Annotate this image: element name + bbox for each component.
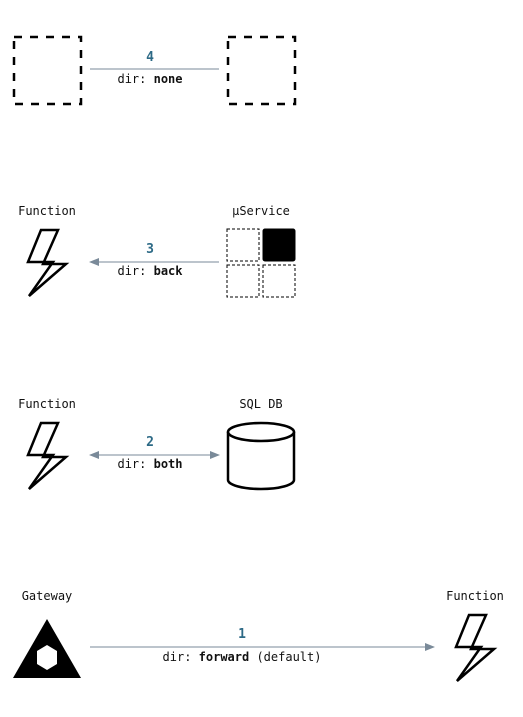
edge-label-prefix: dir:	[117, 457, 153, 471]
edge-label-prefix: dir:	[117, 72, 153, 86]
edge-label-direction: none	[154, 72, 183, 86]
node-label-microservice: μService	[232, 204, 290, 218]
edge-label-direction: both	[154, 457, 183, 471]
edge-group-2: Function SQL DB 2 dir: both	[18, 397, 296, 491]
edge-label-4: dir: none	[117, 72, 182, 86]
edge-group-4: 4 dir: none	[12, 35, 297, 106]
lightning-icon[interactable]	[454, 613, 498, 682]
edge-group-1: Gateway Function 1 dir: forward (default…	[13, 589, 504, 682]
edge-label-suffix: (default)	[249, 650, 321, 664]
edge-group-3: Function μService 3 dir: back	[18, 204, 296, 298]
lightning-icon[interactable]	[26, 421, 70, 490]
microservice-grid-icon[interactable]	[226, 228, 296, 298]
lightning-icon[interactable]	[26, 228, 70, 297]
edge-label-1: dir: forward (default)	[163, 650, 322, 664]
database-cylinder-icon[interactable]	[226, 421, 296, 491]
node-label-sql-db: SQL DB	[239, 397, 282, 411]
node-label-function: Function	[18, 204, 76, 218]
edge-label-direction: back	[154, 264, 184, 278]
edge-label-3: dir: back	[117, 264, 183, 278]
dashed-box-right[interactable]	[226, 35, 297, 106]
gateway-triangle-icon[interactable]	[13, 619, 81, 678]
edge-number-3: 3	[146, 242, 154, 257]
node-label-function: Function	[446, 589, 504, 603]
dashed-box-left[interactable]	[12, 35, 83, 106]
node-label-gateway: Gateway	[22, 589, 73, 603]
edge-label-prefix: dir:	[117, 264, 153, 278]
edge-number-4: 4	[146, 50, 154, 65]
node-label-function: Function	[18, 397, 76, 411]
edge-label-2: dir: both	[117, 457, 182, 471]
edge-label-prefix: dir:	[163, 650, 199, 664]
edge-number-2: 2	[146, 435, 154, 450]
edge-label-direction: forward	[199, 650, 250, 664]
edge-number-1: 1	[238, 627, 246, 642]
